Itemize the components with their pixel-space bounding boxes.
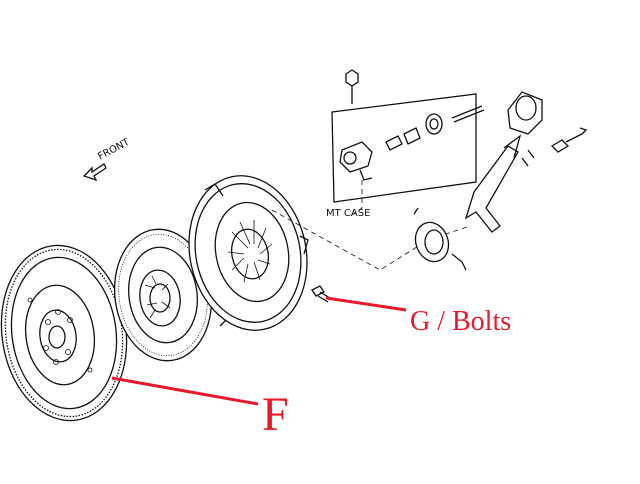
case-label: MT CASE [326,208,370,219]
assembly-line [271,209,471,271]
callout-label-g: G / Bolts [410,306,511,337]
pivot-cover [507,91,588,153]
callout-line-g [325,296,407,312]
flywheel [0,244,128,422]
mt-case-inset: MT CASE [326,69,485,219]
front-arrow-icon [82,163,107,182]
clutch-cover [188,175,309,331]
case-guide-line [349,180,363,217]
release-fork [464,134,535,233]
direction-arrow-icon [579,127,588,135]
callout-label-f: F [262,388,289,441]
release-bearing [413,207,467,271]
clutch-disc [113,228,213,362]
front-label: FRONT [96,136,132,162]
front-indicator: FRONT [82,136,132,182]
callout-line-f [111,376,259,406]
